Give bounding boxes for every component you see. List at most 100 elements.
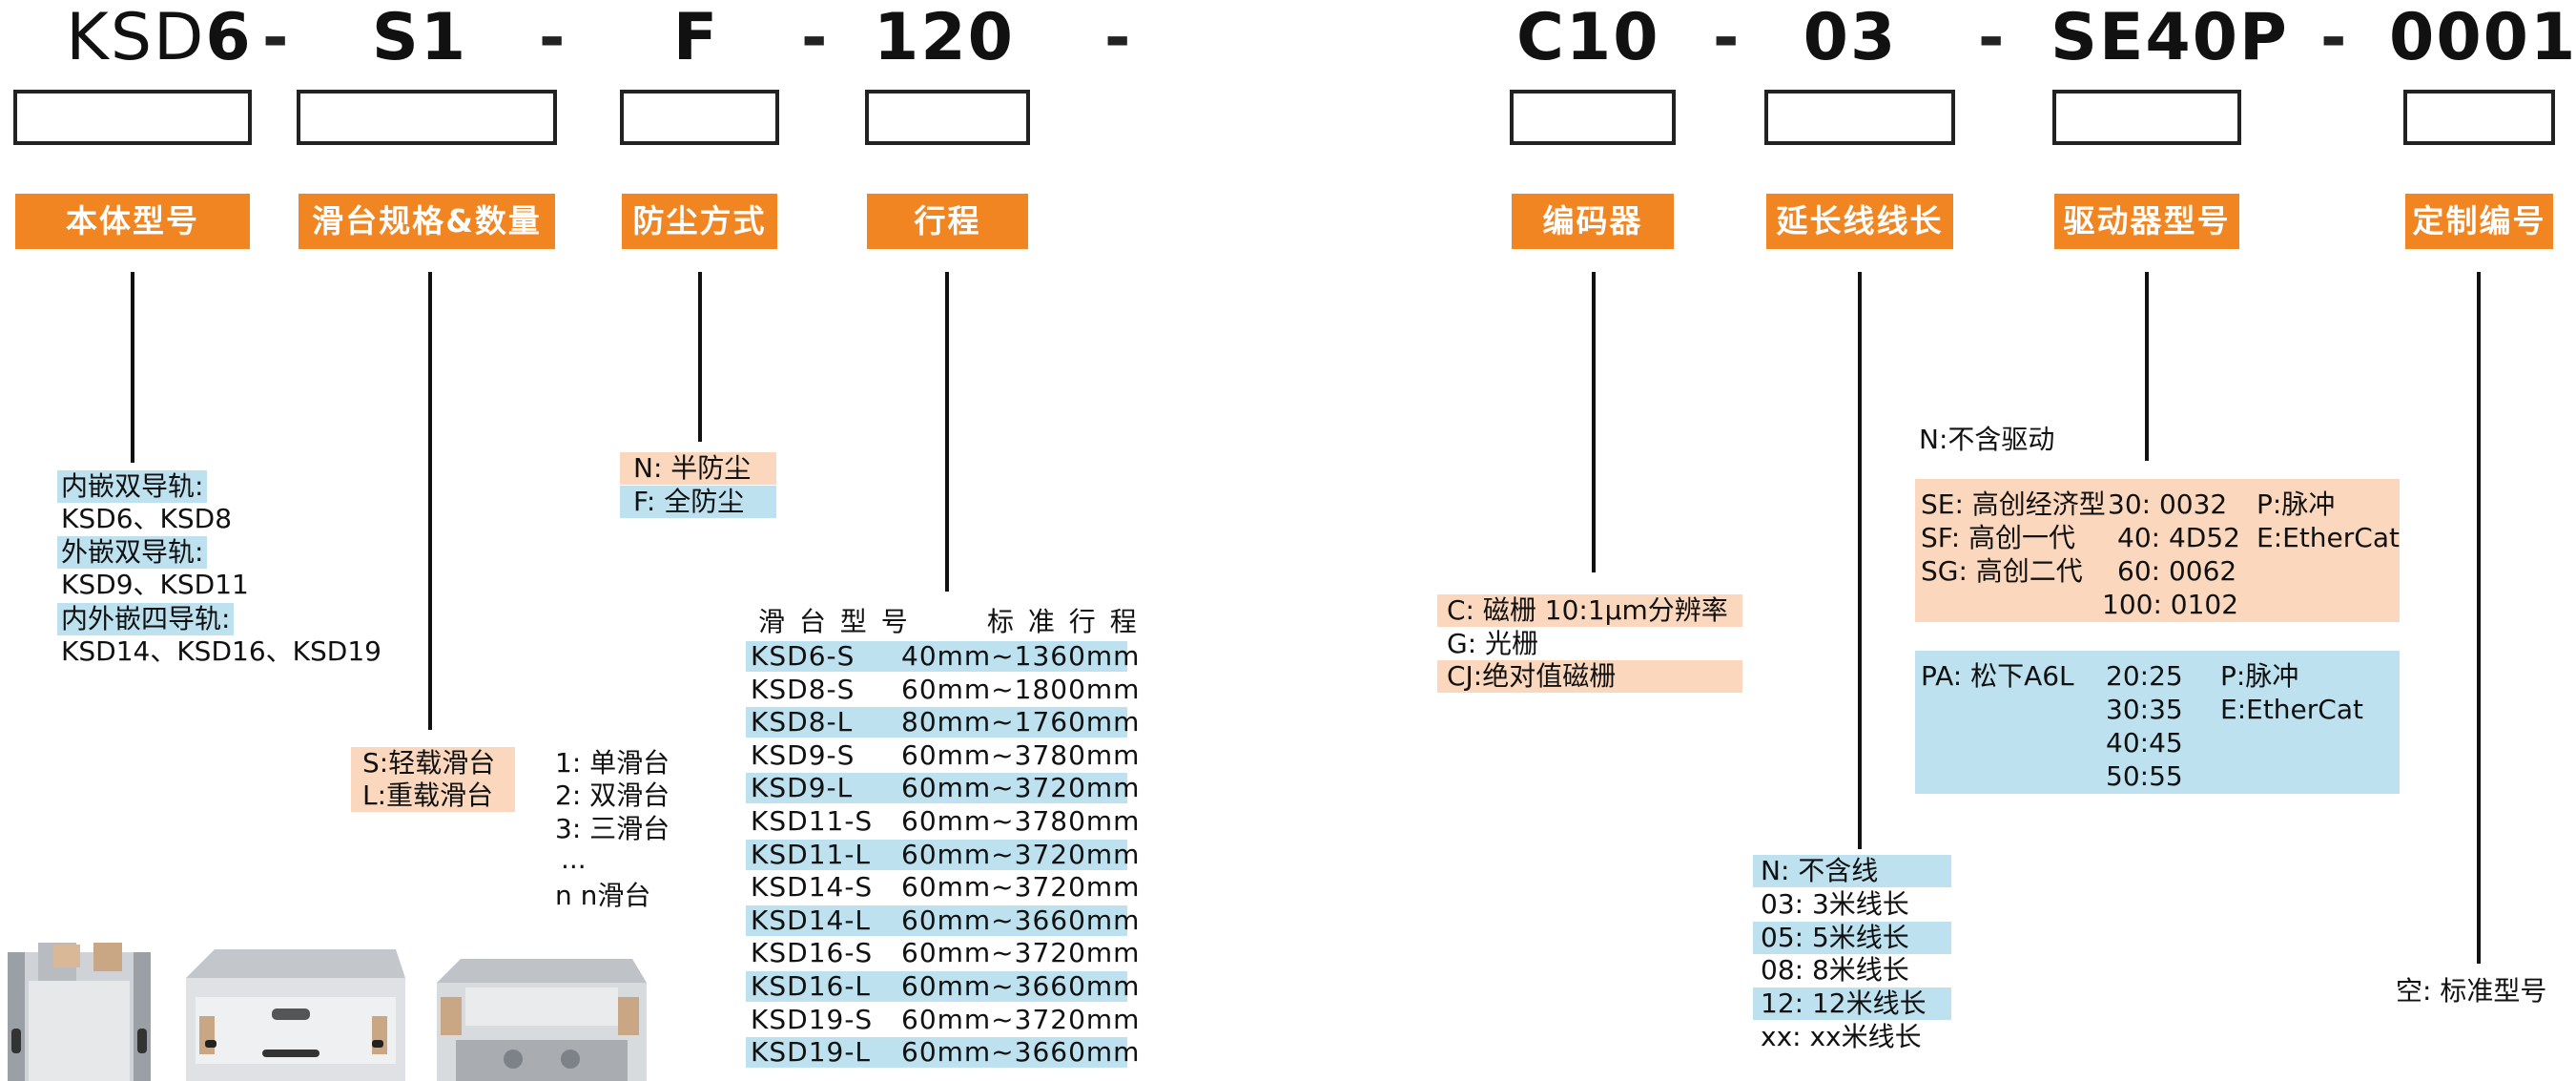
- dash-7: -: [2320, 1, 2347, 74]
- box-slide-spec: [297, 90, 557, 145]
- stroke-row-model: KSD8-S: [751, 673, 855, 705]
- box-body-model: [13, 90, 252, 145]
- stroke-row-model: KSD14-L: [751, 904, 872, 936]
- dash-2: -: [539, 1, 566, 74]
- driver-pa-control-ethercat: E:EtherCat: [2220, 694, 2363, 725]
- driver-power-60: 60: 0062: [2117, 555, 2237, 587]
- custom-standard: 空: 标准型号: [2396, 975, 2547, 1007]
- dash-1: -: [262, 1, 289, 74]
- slide-type-heavy: L:重载滑台: [351, 780, 515, 812]
- driver-power-100: 100: 0102: [2102, 589, 2239, 620]
- connector-dust: [698, 272, 702, 442]
- dust-full: F: 全防尘: [620, 486, 776, 518]
- stroke-row-model: KSD16-S: [751, 937, 874, 969]
- group-label-quad: 内外嵌四导轨:: [57, 603, 235, 635]
- encoder-optical: G: 光栅: [1447, 628, 1539, 659]
- cable-length-item: N: 不含线: [1753, 855, 1951, 887]
- driver-pa-power-2: 30:35: [2106, 694, 2183, 725]
- code-prefix: KSD: [66, 0, 206, 75]
- cable-length-item: 05: 5米线长: [1753, 921, 1951, 954]
- box-driver: [2052, 90, 2241, 145]
- stroke-row-range: 60mm~3660mm: [901, 970, 1141, 1002]
- driver-sg: SG: 高创二代: [1921, 555, 2083, 587]
- header-body-model: 本体型号: [15, 194, 250, 249]
- header-driver: 驱动器型号: [2054, 194, 2239, 249]
- stroke-row-model: KSD8-L: [751, 706, 854, 738]
- quantity-3: 3: 三滑台: [555, 813, 670, 844]
- header-encoder: 编码器: [1512, 194, 1674, 249]
- connector-stroke: [945, 272, 949, 592]
- stroke-row-model: KSD11-S: [751, 805, 874, 837]
- code-custom: 0001: [2389, 0, 2576, 75]
- driver-control-ethercat: E:EtherCat: [2257, 522, 2400, 553]
- stroke-row-range: 60mm~3720mm: [901, 937, 1141, 969]
- stroke-row-highlight: [746, 641, 1127, 672]
- stroke-col-model: 滑 台 型 号: [758, 606, 911, 637]
- group-value-outer-double: KSD9、KSD11: [61, 569, 249, 600]
- stroke-row-model: KSD19-S: [751, 1003, 874, 1035]
- driver-pa-power-4: 50:55: [2106, 760, 2183, 792]
- header-cable: 延长线线长: [1766, 194, 1953, 249]
- stroke-row-highlight: [746, 839, 1127, 870]
- dust-half: N: 半防尘: [620, 452, 776, 485]
- code-slide-spec: S1: [371, 0, 468, 75]
- quantity-dots: ...: [561, 843, 587, 875]
- driver-power-30: 30: 0032: [2108, 489, 2228, 520]
- box-custom: [2403, 90, 2555, 145]
- driver-power-40: 40: 4D52: [2117, 522, 2240, 553]
- driver-none: N:不含驱动: [1919, 424, 2055, 455]
- stroke-row-range: 60mm~3780mm: [901, 738, 1141, 771]
- dash-4: -: [1104, 1, 1131, 74]
- quantity-n: n n滑台: [555, 880, 651, 911]
- stroke-row-range: 60mm~3720mm: [901, 1003, 1141, 1035]
- code-number: 6: [205, 0, 253, 75]
- stroke-row-highlight: [746, 773, 1127, 804]
- stroke-row-range: 60mm~3720mm: [901, 772, 1141, 804]
- group-label-inner-double: 内嵌双导轨:: [57, 470, 208, 503]
- driver-sf: SF: 高创一代: [1921, 522, 2076, 553]
- product-photo-ksd14: [437, 959, 647, 1081]
- group-label-outer-double: 外嵌双导轨:: [57, 536, 208, 569]
- stroke-row-model: KSD14-S: [751, 871, 874, 904]
- driver-se: SE: 高创经济型: [1921, 489, 2106, 520]
- cable-length-item: xx: xx米线长: [1761, 1021, 1922, 1052]
- cable-length-item: 12: 12米线长: [1753, 987, 1951, 1021]
- code-cable: 03: [1803, 0, 1898, 75]
- box-dust: [620, 90, 779, 145]
- group-value-quad: KSD14、KSD16、KSD19: [61, 635, 381, 667]
- connector-slide-spec: [428, 272, 432, 730]
- box-encoder: [1510, 90, 1676, 145]
- driver-pa-control-pulse: P:脉冲: [2220, 660, 2299, 692]
- stroke-row-range: 60mm~3720mm: [901, 838, 1141, 870]
- product-photo-ksd6: [8, 943, 151, 1081]
- connector-custom: [2477, 272, 2481, 964]
- stroke-row-model: KSD16-L: [751, 970, 872, 1002]
- connector-body-model: [131, 272, 134, 463]
- header-slide-spec: 滑台规格&数量: [299, 194, 555, 249]
- dash-6: -: [1978, 1, 2005, 74]
- driver-gaochuang-panel: SE: 高创经济型 SF: 高创一代 SG: 高创二代 30: 0032 40:…: [1915, 479, 2400, 622]
- stroke-row-highlight: [746, 707, 1127, 738]
- slide-type-light: S:轻载滑台: [351, 747, 515, 780]
- stroke-row-range: 60mm~3660mm: [901, 1036, 1141, 1069]
- stroke-row-range: 60mm~3720mm: [901, 871, 1141, 904]
- stroke-row-range: 60mm~1800mm: [901, 673, 1141, 705]
- stroke-row-model: KSD6-S: [751, 640, 855, 672]
- product-photo-ksd9: [186, 949, 405, 1081]
- code-driver: SE40P: [2050, 0, 2289, 75]
- dash-3: -: [801, 1, 828, 74]
- driver-pa-power-3: 40:45: [2106, 727, 2183, 759]
- connector-driver: [2145, 272, 2149, 461]
- box-cable: [1764, 90, 1955, 145]
- quantity-2: 2: 双滑台: [555, 780, 670, 811]
- header-custom: 定制编号: [2405, 194, 2553, 249]
- stroke-row-model: KSD19-L: [751, 1036, 872, 1069]
- driver-control-pulse: P:脉冲: [2257, 489, 2336, 520]
- stroke-row-range: 40mm~1360mm: [901, 640, 1141, 672]
- quantity-1: 1: 单滑台: [555, 747, 670, 779]
- stroke-row-range: 60mm~3660mm: [901, 904, 1141, 936]
- group-value-inner-double: KSD6、KSD8: [61, 503, 233, 534]
- stroke-row-highlight: [746, 904, 1127, 936]
- code-stroke: 120: [874, 0, 1015, 75]
- header-stroke: 行程: [867, 194, 1028, 249]
